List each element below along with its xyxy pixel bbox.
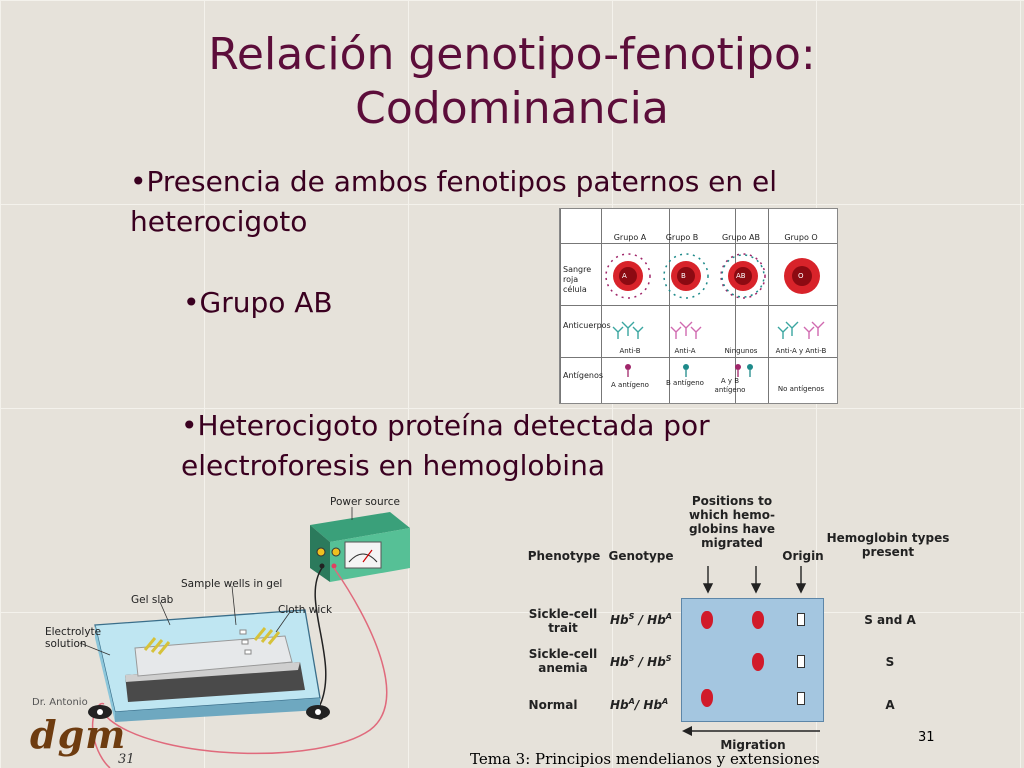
antigen-a-ab-icon bbox=[735, 364, 741, 377]
row-types-0: S and A bbox=[864, 613, 916, 627]
red-cell-a bbox=[605, 253, 651, 299]
antibody-label-0: Anti-B bbox=[619, 347, 641, 355]
slide-title: Relación genotipo-fenotipo: Codominancia bbox=[0, 28, 1024, 136]
row-phenotype-2: Normal bbox=[528, 698, 578, 712]
header-genotype: Genotype bbox=[608, 549, 674, 563]
power-source-box bbox=[310, 512, 410, 582]
row-types-2: A bbox=[885, 698, 895, 712]
band-s-anemia bbox=[752, 653, 764, 671]
col-header-grupo-ab: Grupo AB bbox=[721, 233, 761, 242]
antigen-label-0: A antígeno bbox=[611, 381, 649, 389]
origin-well-2 bbox=[797, 655, 805, 668]
cell-letter-b: B bbox=[681, 272, 686, 280]
bullet-electroforesis: •Heterocigoto proteína detectada por ele… bbox=[181, 409, 710, 482]
origin-well-3 bbox=[797, 692, 805, 705]
antibody-anti-a-icon bbox=[670, 321, 702, 339]
antigens-row bbox=[625, 364, 753, 377]
red-cell-b bbox=[663, 253, 709, 299]
antigen-b-icon bbox=[683, 364, 689, 377]
label-sample-wells: Sample wells in gel bbox=[181, 578, 283, 590]
antibody-label-1: Anti-A bbox=[674, 347, 696, 355]
electrophoresis-apparatus-diagram bbox=[79, 507, 410, 768]
slide-number: 31 bbox=[918, 730, 935, 745]
antigen-b-ab-icon bbox=[747, 364, 753, 377]
band-s-trait bbox=[701, 611, 713, 629]
footer-topic: Tema 3: Principios mendelianos y extensi… bbox=[470, 750, 820, 768]
label-power-source: Power source bbox=[330, 496, 400, 508]
header-positions: Positions to which hemo- globins have mi… bbox=[688, 494, 776, 550]
row-genotype-1: HbS / HbS bbox=[610, 654, 672, 669]
row-genotype-0: HbS / HbA bbox=[610, 612, 672, 627]
row-label-antigenos: Antígenos bbox=[563, 371, 604, 380]
header-origin: Origin bbox=[782, 549, 824, 563]
header-phenotype: Phenotype bbox=[527, 549, 601, 563]
bullet-heterocigoto: •Presencia de ambos fenotipos paternos e… bbox=[130, 165, 778, 238]
row-genotype-2: HbA/ HbA bbox=[610, 697, 669, 712]
red-cell-o bbox=[784, 258, 820, 294]
row-types-1: S bbox=[885, 655, 895, 669]
antibodies-row bbox=[612, 321, 825, 339]
cell-letter-ab: AB bbox=[736, 272, 746, 280]
title-line-2: Codominancia bbox=[355, 83, 669, 134]
row-label-sangre: Sangre roja célula bbox=[563, 265, 592, 294]
label-cloth-wick: Cloth wick bbox=[278, 604, 333, 616]
cell-letter-a: A bbox=[622, 272, 627, 280]
arrows-down bbox=[702, 566, 807, 594]
antibody-anti-b-icon bbox=[612, 321, 644, 339]
band-a-trait bbox=[752, 611, 764, 629]
label-migration: Migration bbox=[720, 738, 786, 752]
antigen-a-icon bbox=[625, 364, 631, 377]
col-header-grupo-o: Grupo O bbox=[784, 233, 818, 242]
row-phenotype-0: Sickle-cell trait bbox=[528, 607, 598, 635]
cell-letter-o: O bbox=[798, 272, 804, 280]
antibody-anti-b-o-icon bbox=[777, 321, 799, 339]
antibody-label-2: Ningunos bbox=[724, 347, 758, 355]
title-line-1: Relación genotipo-fenotipo: bbox=[208, 29, 816, 80]
antibody-anti-a-o-icon bbox=[803, 321, 825, 339]
red-cell-ab bbox=[720, 253, 766, 299]
slide-number-left: 31 bbox=[118, 752, 135, 767]
red-cells-row bbox=[605, 253, 820, 299]
dgm-logo: dgm bbox=[30, 712, 127, 757]
author-text: Dr. Antonio bbox=[32, 697, 88, 708]
row-label-anticuerpos: Anticuerpos bbox=[563, 321, 611, 330]
migration-arrow-icon bbox=[682, 726, 820, 736]
band-a-normal bbox=[701, 689, 713, 707]
header-types: Hemoglobin types present bbox=[826, 531, 950, 559]
row-phenotype-1: Sickle-cell anemia bbox=[528, 647, 598, 675]
label-electrolyte: Electrolyte solution bbox=[45, 626, 102, 650]
bullet-grupo-ab: •Grupo AB bbox=[183, 286, 333, 319]
antigen-label-2: A y B antígeno bbox=[714, 377, 746, 394]
col-header-grupo-a: Grupo A bbox=[613, 233, 647, 242]
col-header-grupo-b: Grupo B bbox=[665, 233, 699, 242]
gel-result-panel bbox=[681, 598, 824, 722]
origin-well-1 bbox=[797, 613, 805, 626]
blood-group-table: Grupo A Grupo B Grupo AB Grupo O Sangre … bbox=[559, 208, 838, 404]
antibody-label-3: Anti-A y Anti-B bbox=[775, 347, 827, 355]
antigen-label-1: B antígeno bbox=[666, 379, 704, 387]
gel-tank bbox=[79, 507, 353, 722]
antigen-label-3: No antígenos bbox=[777, 385, 825, 393]
label-gel-slab: Gel slab bbox=[131, 594, 174, 606]
